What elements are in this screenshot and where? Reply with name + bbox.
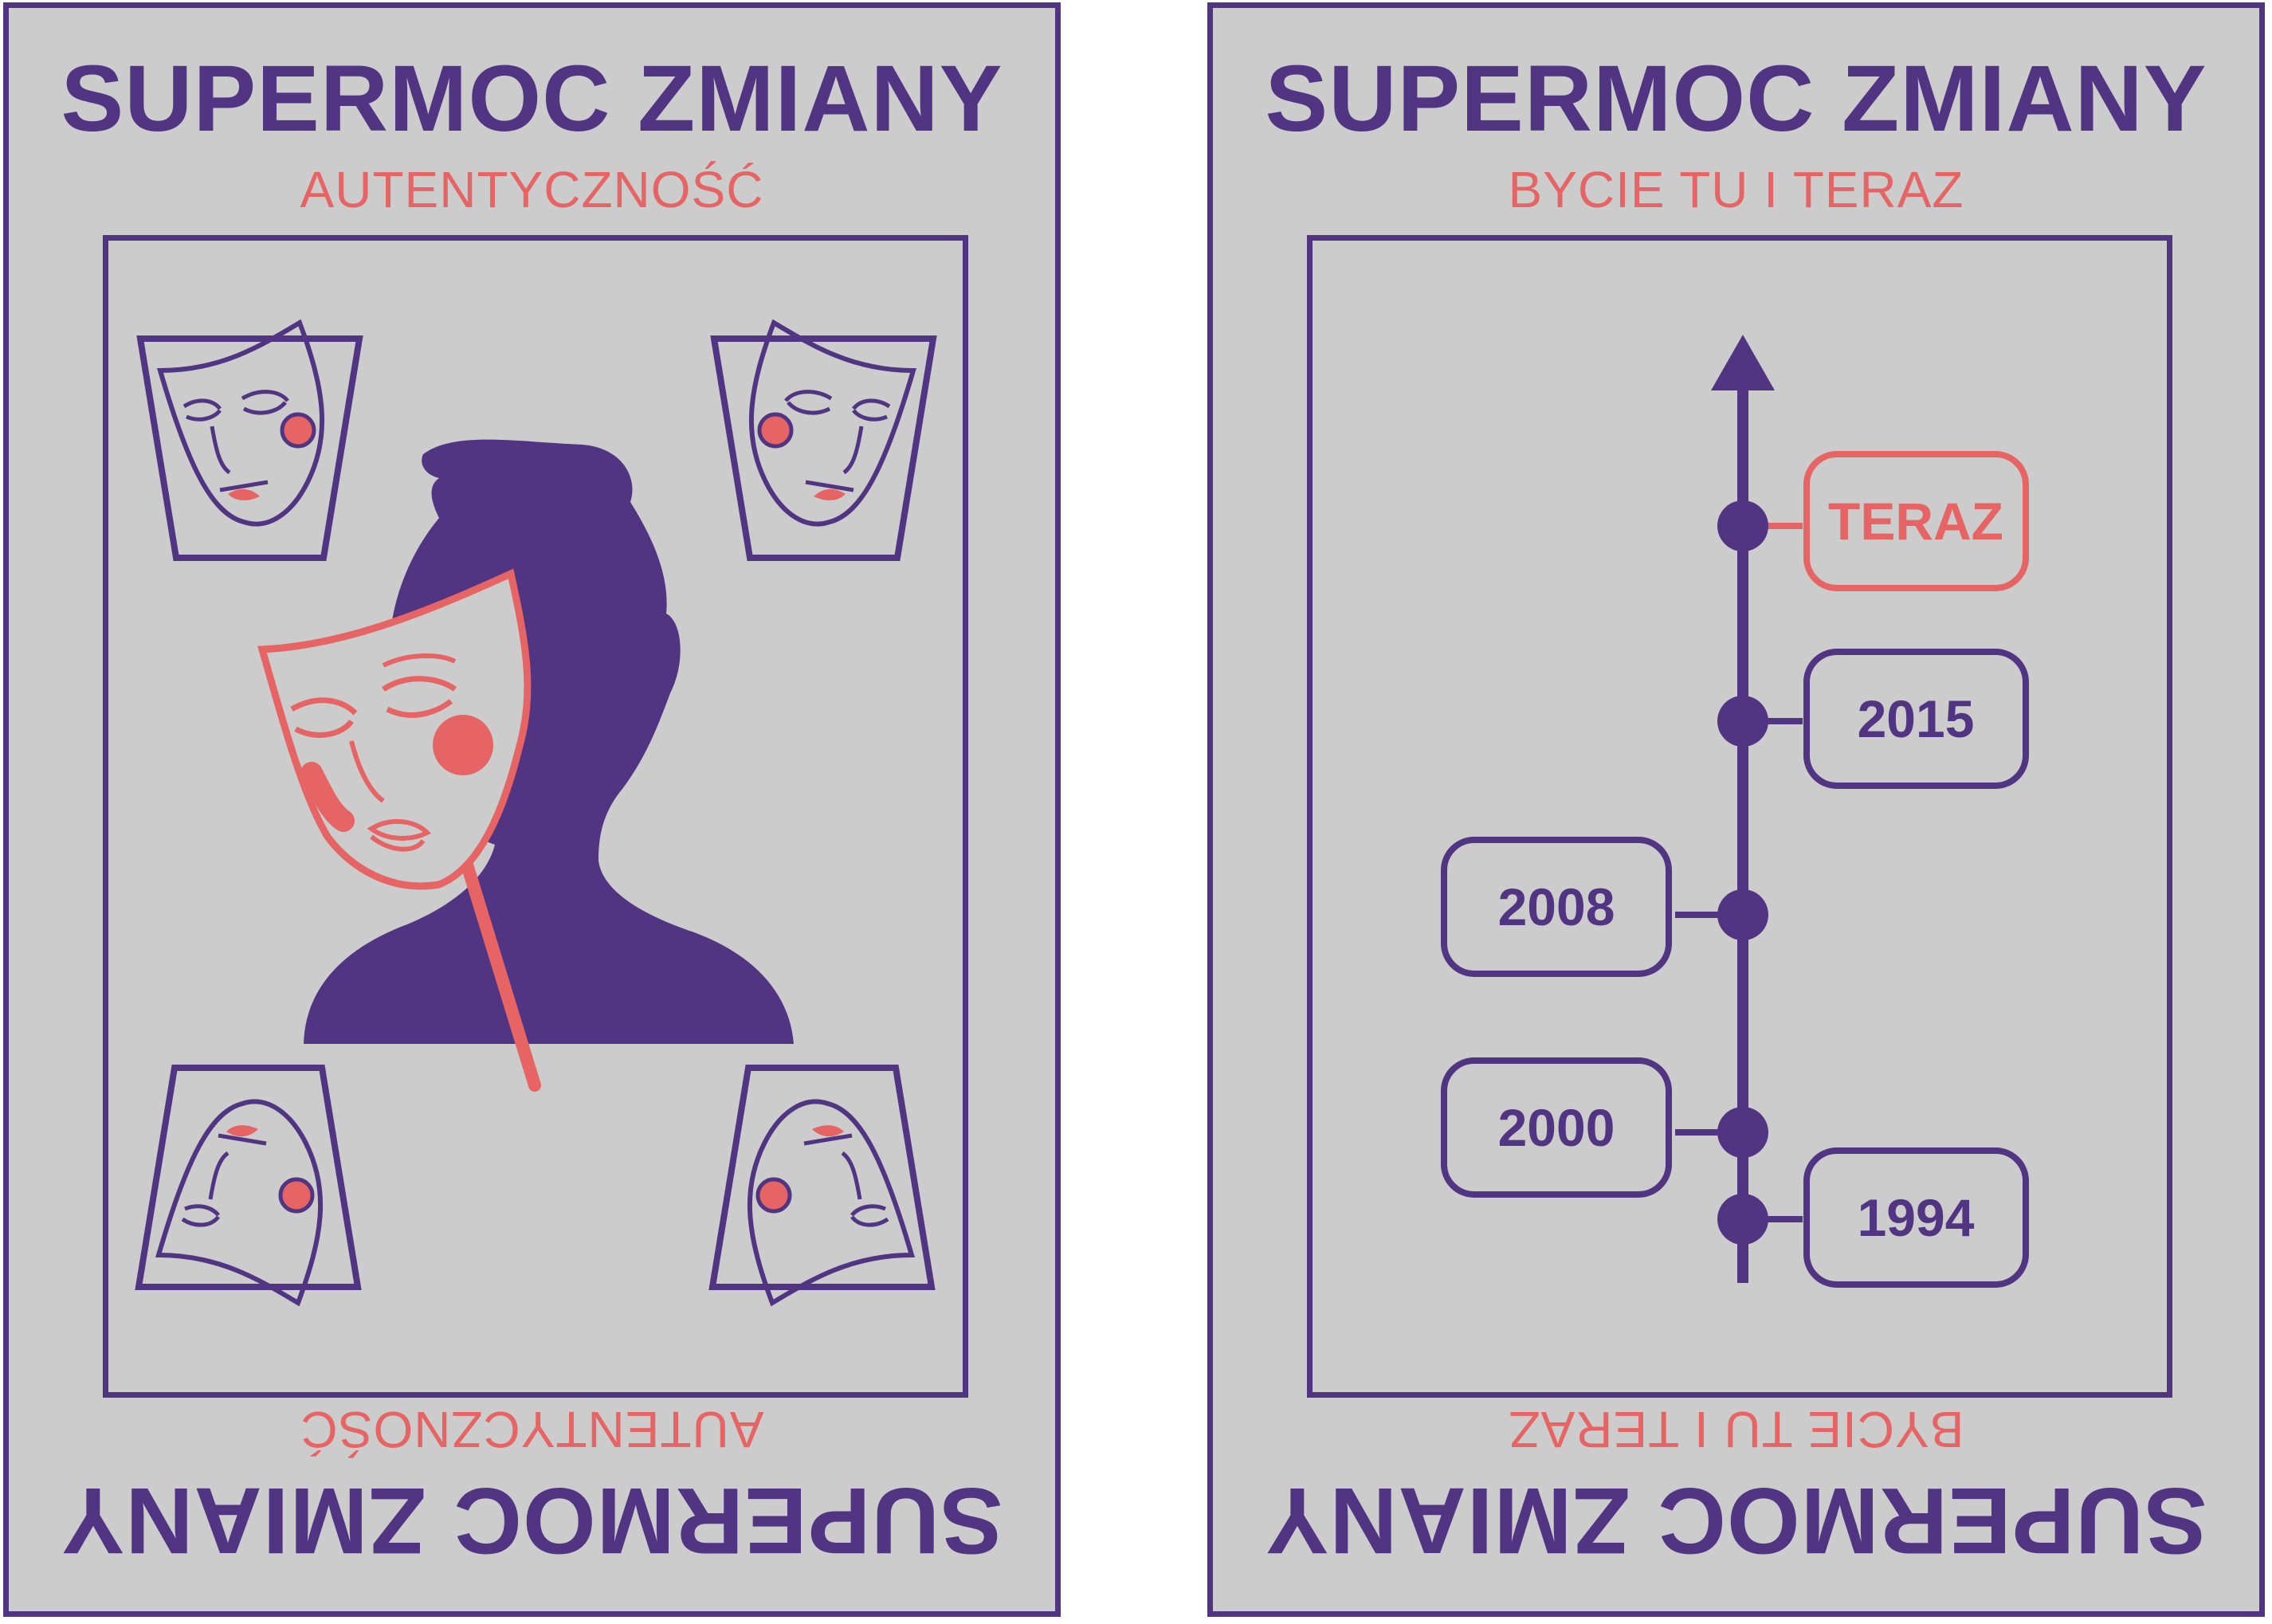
card-subtitle: BYCIE TU I TERAZ [1508,161,1964,218]
person-silhouette-icon [304,439,794,1044]
small-mask-icon [708,1065,936,1307]
card-authenticity: SUPERMOC ZMIANY AUTENTYCZNOŚĆ [3,2,1061,1617]
card-title-rotated: SUPERMOC ZMIANY [1265,1468,2207,1573]
timeline-label-now: TERAZ [1828,492,2003,551]
timeline-label-year: 1994 [1858,1188,1975,1247]
timeline-label-year: 2008 [1498,877,1615,936]
timeline-label-year: 2000 [1498,1098,1615,1157]
timeline-dot [1717,696,1768,747]
mask-on-stick-icon [257,568,541,1092]
timeline-dot [1717,889,1768,940]
small-mask-icon [135,1065,362,1307]
illustration-masks [135,319,937,1307]
card-subtitle-rotated: AUTENTYCZNOŚĆ [300,1401,764,1458]
timeline-label-box [1441,1057,1672,1198]
card-bottom-mirrored: SUPERMOC ZMIANY AUTENTYCZNOŚĆ [9,1372,1055,1611]
timeline-label-box [1803,649,2029,789]
timeline-dot [1717,1194,1768,1245]
timeline-label-box [1803,1147,2029,1288]
timeline-label-year: 2015 [1858,689,1975,748]
illustration-frame [103,235,968,1398]
small-mask-icon [710,319,937,561]
card-subtitle-rotated: BYCIE TU I TERAZ [1508,1401,1964,1458]
card-subtitle: AUTENTYCZNOŚĆ [300,161,764,218]
small-mask-icon [136,319,363,561]
card-bottom-mirrored: SUPERMOC ZMIANY BYCIE TU I TERAZ [1213,1372,2259,1611]
timeline-label-box [1803,451,2029,591]
arrow-up-icon [1711,335,1775,390]
illustration-frame [1307,235,2172,1398]
timeline-label-box [1441,837,1672,977]
timeline-dot [1717,1107,1768,1158]
card-title: SUPERMOC ZMIANY [1265,46,2207,151]
card-title: SUPERMOC ZMIANY [61,46,1003,151]
timeline-dot [1717,500,1768,551]
timeline: TERAZ 2015 2008 2000 1994 [1441,335,2029,1288]
card-here-and-now: SUPERMOC ZMIANY BYCIE TU I TERAZ TERAZ 2… [1207,2,2265,1617]
card-title-rotated: SUPERMOC ZMIANY [61,1468,1003,1573]
